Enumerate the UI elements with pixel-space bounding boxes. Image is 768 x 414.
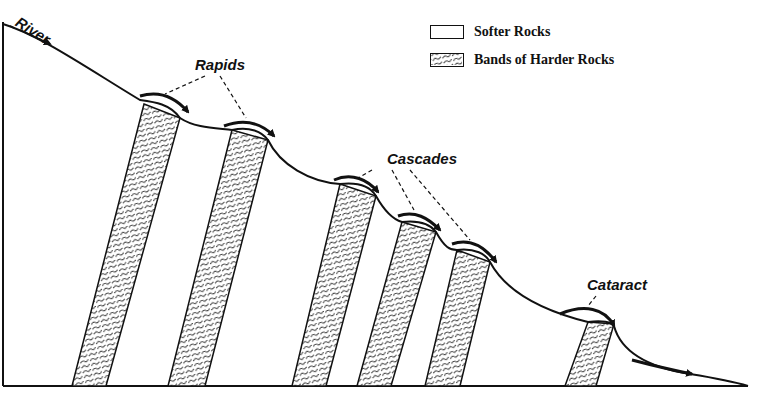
legend-text: Softer Rocks <box>474 24 550 40</box>
legend-row: Softer Rocks <box>430 24 550 40</box>
hard-rock-bands <box>72 104 614 386</box>
legend-swatch <box>430 25 464 39</box>
left-edge <box>2 22 4 386</box>
legend-text: Bands of Harder Rocks <box>474 52 614 68</box>
feature-label: Cascades <box>385 150 459 167</box>
legend-row: Bands of Harder Rocks <box>430 52 614 68</box>
river-label: River <box>11 12 55 48</box>
feature-label: Rapids <box>193 56 247 73</box>
ground-profile <box>3 24 748 386</box>
flow-arrows <box>20 30 692 374</box>
legend-swatch <box>430 53 464 67</box>
leader-lines <box>165 76 596 306</box>
feature-label: Cataract <box>585 276 649 293</box>
